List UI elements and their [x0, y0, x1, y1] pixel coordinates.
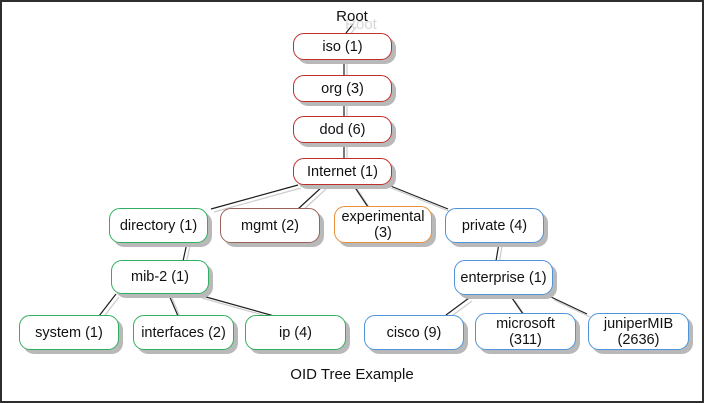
node-interfaces: interfaces (2) [133, 315, 234, 350]
node-label: mib-2 (1) [130, 269, 189, 285]
edge-enterprise-junipermib [550, 296, 588, 315]
edge-mib2-interfaces [168, 294, 179, 317]
node-internet: Internet (1) [293, 158, 392, 185]
edge-mib2-ip [198, 294, 275, 317]
edge-mib2-system [98, 293, 117, 317]
node-label: iso (1) [322, 38, 363, 55]
node-system: system (1) [19, 315, 119, 350]
edge-enterprise-cisco [445, 297, 470, 316]
node-label: interfaces (2) [141, 324, 226, 341]
node-experimental: experimental(3) [334, 206, 432, 243]
edge-directory-mib2 [182, 242, 188, 262]
node-directory: directory (1) [109, 208, 208, 243]
edge-internet-directory [210, 184, 299, 210]
edge-enterprise-microsoft [511, 297, 524, 315]
node-label: mgmt (2) [241, 217, 299, 234]
node-microsoft: microsoft(311) [475, 313, 576, 350]
node-private: private (4) [445, 208, 544, 243]
node-mib2: mib-2 (1) [111, 260, 209, 294]
node-label: directory (1) [119, 217, 198, 234]
edge-root-iso [345, 23, 354, 34]
node-label: juniperMIB(2636) [603, 315, 674, 348]
edge-internet-mgmt [297, 185, 324, 210]
node-label: dod (6) [319, 121, 366, 138]
edge-enterprise-junipermib [553, 299, 591, 318]
node-label: org (3) [321, 80, 364, 97]
edge-private-enterprise [495, 242, 500, 262]
edge-internet-private [390, 187, 452, 213]
node-mgmt: mgmt (2) [220, 208, 320, 243]
diagram-caption: OID Tree Example [290, 366, 414, 383]
node-iso: iso (1) [293, 33, 392, 60]
node-label: cisco (9) [386, 324, 442, 341]
edge-internet-private [387, 184, 449, 210]
node-label: microsoft(311) [496, 315, 555, 348]
node-label: enterprise (1) [460, 269, 547, 286]
node-org: org (3) [293, 75, 392, 102]
node-label: Internet (1) [307, 163, 378, 180]
node-label: experimental(3) [341, 208, 425, 241]
node-label: system (1) [35, 324, 103, 341]
node-cisco: cisco (9) [364, 315, 464, 350]
node-label: ip (4) [278, 324, 313, 341]
node-dod: dod (6) [293, 116, 392, 143]
node-label: private (4) [461, 217, 528, 234]
edge-internet-experimental [353, 185, 369, 208]
node-junipermib: juniperMIB(2636) [588, 313, 689, 350]
root-node-label: Root [336, 8, 368, 25]
node-ip: ip (4) [245, 315, 346, 350]
node-enterprise: enterprise (1) [454, 260, 553, 295]
